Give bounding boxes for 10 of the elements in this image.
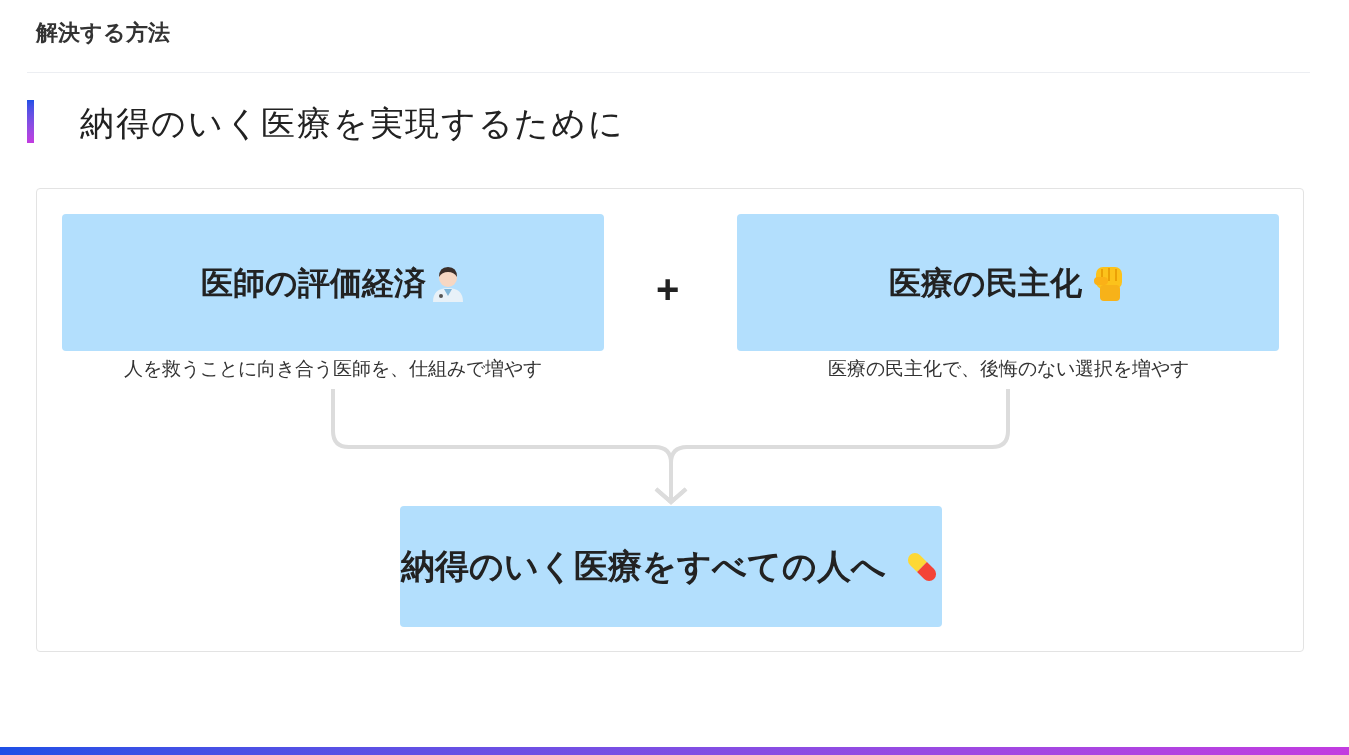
caption-text: 人を救うことに向き合う医師を、仕組みで増やす [124, 357, 542, 381]
box-title: 納得のいく医療をすべての人へ [400, 546, 886, 587]
content-panel [36, 188, 1304, 652]
connector-arrow [654, 389, 1010, 504]
box-title: 医療の民主化 [888, 263, 1082, 303]
section-heading: 納得のいく医療を実現するために [80, 103, 625, 144]
box-title: 医師の評価経済 [200, 263, 426, 303]
page-header: 解決する方法 [36, 19, 170, 47]
plus-sign: + [656, 266, 680, 313]
caption-text: 医療の民主化で、後悔のない選択を増やす [827, 357, 1189, 381]
